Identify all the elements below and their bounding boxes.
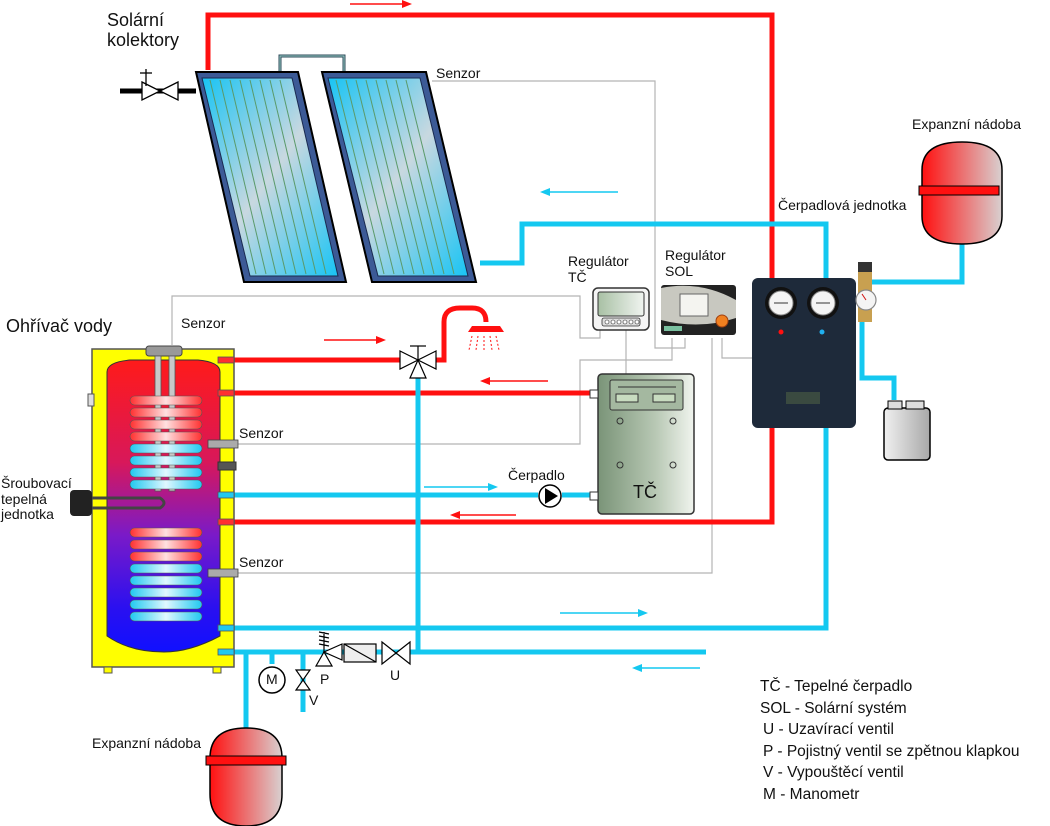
solar-collectors	[120, 54, 478, 283]
collection-canister-icon	[883, 400, 931, 461]
arrow-hot-right-outlet	[324, 336, 386, 344]
flow-arrows	[324, 0, 700, 672]
top-sensor-wire	[171, 295, 601, 345]
solar-collectors-label: Solární kolektory	[107, 10, 180, 51]
legend-item: SOL - Solární systém	[760, 699, 907, 717]
mixing-valve-icon	[399, 345, 437, 379]
drain-can-pipe	[859, 322, 897, 400]
solar-panel-1	[194, 71, 348, 283]
collector-sensor-wire	[432, 80, 686, 349]
regulator-tc-device	[592, 287, 650, 331]
sensor-well-bottom	[207, 568, 239, 578]
hot-pipes	[205, 12, 775, 525]
safety-valve-icon	[314, 631, 343, 667]
legend-item: TČ - Tepelné čerpadlo	[760, 678, 913, 695]
solar-hot-supply-pipe	[205, 12, 775, 525]
water-heater-label: Ohřívač vody	[6, 316, 113, 336]
pump-unit-label: Čerpadlová jednotka	[778, 197, 907, 213]
screw-heating-element	[70, 490, 166, 516]
solar-panel-2	[320, 71, 478, 283]
cold-pipes	[232, 221, 965, 730]
middle-sensor-label: Senzor	[239, 425, 284, 441]
expansion-vessel-top-label: Expanzní nádoba	[912, 116, 1021, 132]
top-sensor-label: Senzor	[181, 315, 226, 331]
sensor-wires	[171, 80, 752, 574]
collector-valve-icon	[140, 69, 179, 102]
legend-item: V - Vypouštěcí ventil	[763, 764, 904, 781]
expansion-vessel-top	[918, 141, 1003, 245]
pump-label: Čerpadlo	[508, 467, 565, 483]
arrow-cold-right-bottom	[560, 609, 648, 617]
manometer-symbol-label: M	[266, 671, 278, 687]
arrow-cold-left-inlet	[632, 664, 700, 672]
valve-v-label: V	[309, 692, 319, 708]
pump-station-unit	[752, 262, 877, 428]
regulator-tc-label: Regulátor TČ	[568, 253, 629, 285]
regulator-sol-label: Regulátor SOL	[665, 247, 726, 279]
valve-u-label: U	[390, 667, 401, 683]
valve-p-label: P	[320, 671, 330, 687]
upper-heat-exchanger-coil	[129, 395, 203, 490]
sol-regulator-pump-wire	[721, 338, 752, 359]
sol-knob	[715, 314, 729, 328]
top-expansion-pipe	[868, 242, 965, 285]
solar-return-pipe	[232, 221, 829, 631]
bottom-sensor-wire	[238, 338, 713, 574]
legend-item: M - Manometr	[763, 785, 860, 803]
middle-sensor-wire	[238, 338, 673, 445]
shower-pipe	[426, 305, 489, 363]
lower-heat-exchanger-coil	[129, 527, 203, 622]
legend-item: P - Pojistný ventil se zpětnou klapkou	[763, 742, 1020, 760]
expansion-vessel-bottom-label: Expanzní nádoba	[92, 735, 201, 751]
expansion-vessel-bottom	[205, 727, 287, 826]
shower-head-icon	[468, 326, 504, 351]
collector-sensor-label: Senzor	[436, 65, 481, 81]
manometer-icon	[258, 666, 286, 694]
drain-valve-icon	[294, 669, 312, 691]
heat-pump-unit	[589, 373, 695, 515]
shutoff-valve-icon	[381, 640, 411, 666]
arrow-cold-right-tc	[424, 483, 498, 491]
screw-heating-unit-label: Šroubovací tepelná jednotka	[1, 475, 72, 523]
arrow-cold-left-collector	[540, 188, 618, 196]
regulator-sol-device	[661, 285, 736, 335]
arrow-hot-right-top	[350, 0, 412, 8]
heat-pump-label: TČ	[633, 482, 657, 502]
check-valve-icon	[343, 643, 377, 663]
panel-connector-pipe	[278, 54, 346, 72]
legend-item: U - Uzavírací ventil	[763, 721, 894, 738]
sensor-well-middle	[207, 439, 239, 449]
arrow-hot-left-bottom	[450, 511, 516, 519]
bottom-sensor-label: Senzor	[239, 554, 284, 570]
circulation-pump-icon	[538, 484, 562, 508]
arrow-hot-left-tc	[480, 377, 548, 385]
water-heater	[70, 345, 239, 674]
legend: TČ - Tepelné čerpadlo SOL - Solární syst…	[760, 676, 1019, 805]
